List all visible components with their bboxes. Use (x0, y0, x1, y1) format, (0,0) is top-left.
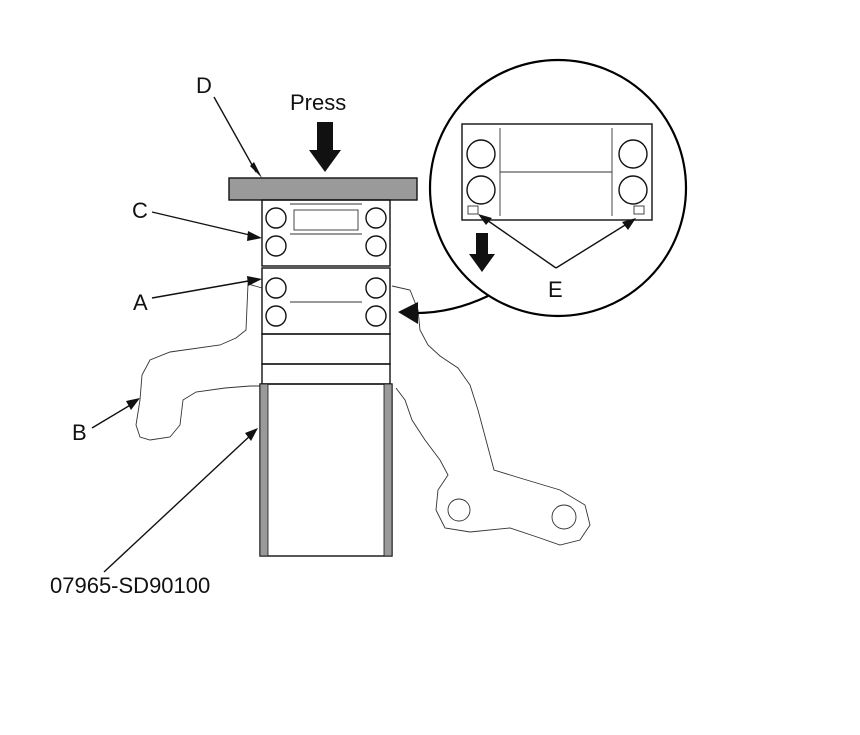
hub-ring (261, 363, 391, 385)
label-a: A (133, 290, 148, 315)
label-press: Press (290, 90, 346, 115)
press-arrow-icon (309, 122, 341, 172)
label-d: D (196, 73, 212, 98)
old-bearing (261, 199, 391, 267)
steering-knuckle (135, 283, 591, 546)
inset-down-arrow-icon (469, 233, 495, 272)
label-c: C (132, 198, 148, 223)
hub-body (261, 333, 391, 365)
label-e: E (548, 277, 563, 302)
label-tool-number: 07965-SD90100 (50, 573, 210, 598)
new-bearing (261, 267, 391, 335)
support-tool (259, 383, 393, 557)
press-plate (228, 177, 418, 201)
detail-inset (398, 58, 688, 324)
label-b: B (72, 420, 87, 445)
leader-lines (91, 96, 262, 573)
